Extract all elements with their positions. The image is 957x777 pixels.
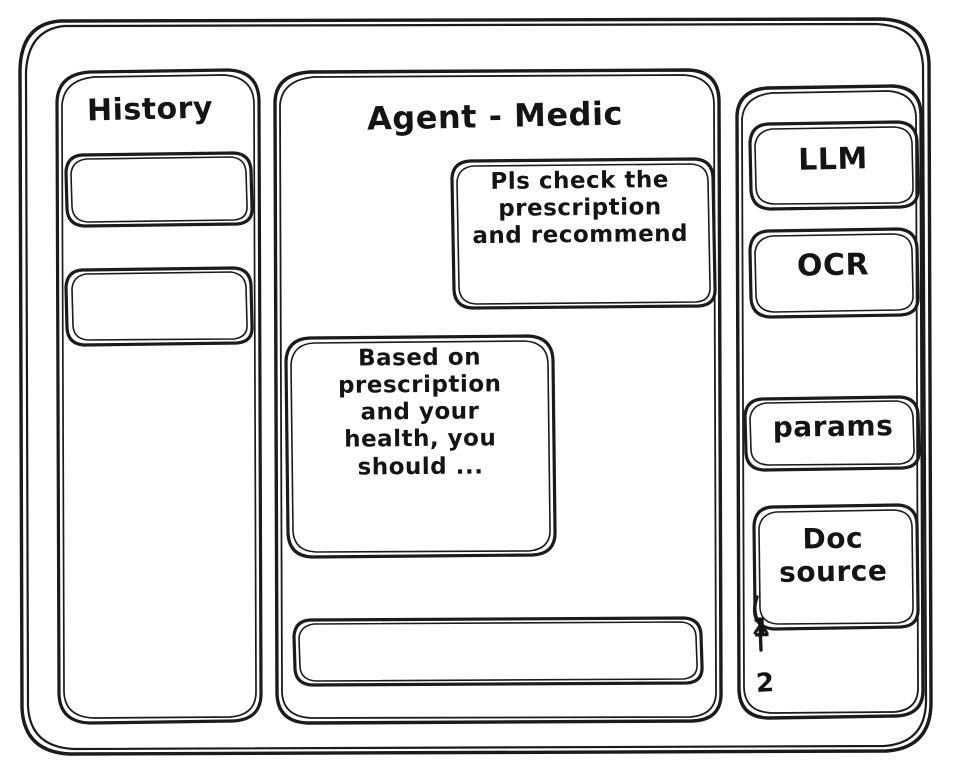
assistant-message-bubble-outline xyxy=(284,334,557,559)
params-button-label: params xyxy=(772,409,894,444)
history-item-2[interactable] xyxy=(66,270,252,343)
window-frame xyxy=(18,17,933,756)
ocr-button-outline xyxy=(748,227,920,319)
agent-panel-outline xyxy=(273,68,723,725)
params-button-outline xyxy=(743,395,921,472)
history-item-1-outline xyxy=(64,151,254,228)
doc-source-button-outline xyxy=(752,503,920,631)
doc-source-connector xyxy=(752,595,769,652)
user-message-text: Pls check the prescription and recommend xyxy=(472,167,689,250)
history-item-2-outline xyxy=(64,266,254,347)
llm-button-outline xyxy=(748,120,920,211)
tools-panel-outline xyxy=(735,84,925,720)
composer-input-outline xyxy=(292,616,704,687)
history-panel-title: History xyxy=(86,90,214,129)
history-panel-outline xyxy=(55,68,263,725)
doc-source-item-2[interactable]: 2 xyxy=(755,668,776,700)
doc-source-item-1[interactable]: 1 xyxy=(751,613,772,644)
assistant-message-text: Based on prescription and your health, y… xyxy=(337,344,502,481)
history-item-1[interactable] xyxy=(66,155,252,226)
ocr-button-label: OCR xyxy=(796,247,870,284)
llm-button-label: LLM xyxy=(797,141,869,178)
user-message-bubble-outline xyxy=(450,157,717,310)
doc-source-button-label: Doc source xyxy=(778,521,888,589)
composer-input[interactable] xyxy=(294,618,703,685)
